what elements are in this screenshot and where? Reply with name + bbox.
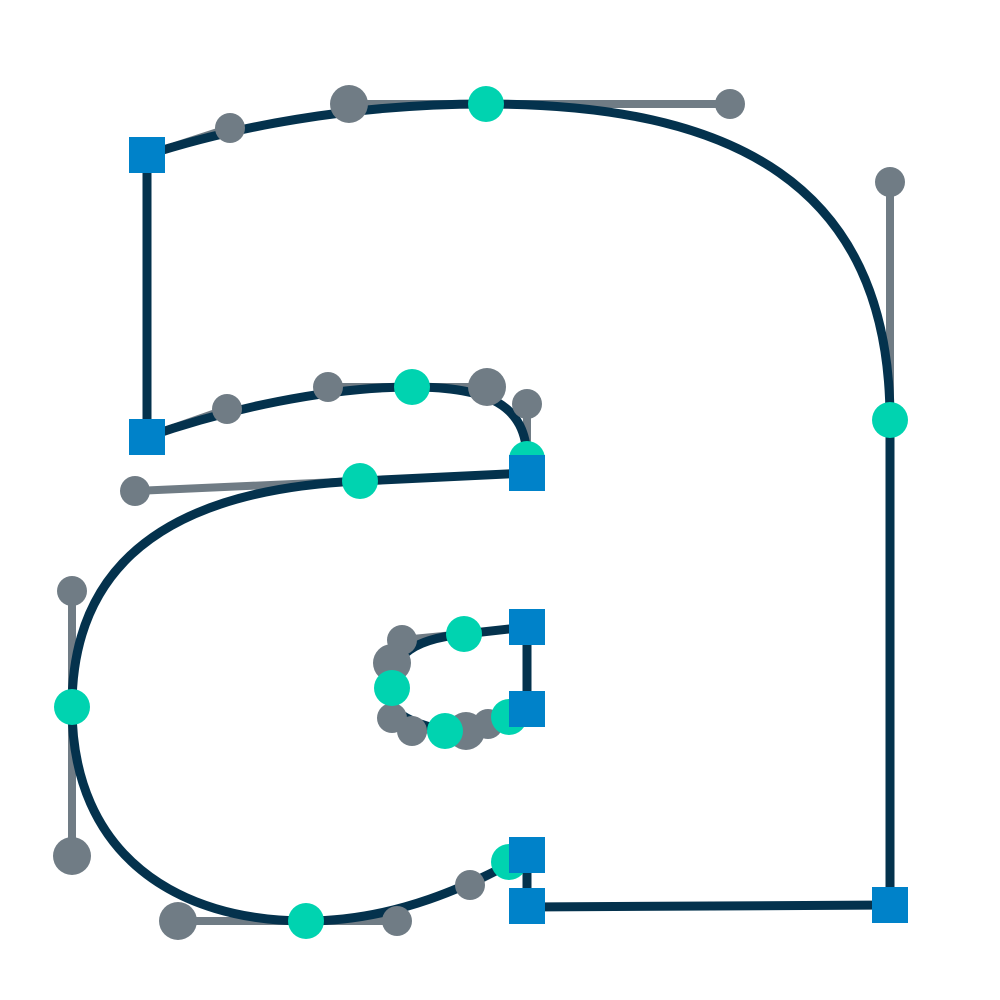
- corner-point[interactable]: [129, 419, 165, 455]
- handle-point[interactable]: [468, 368, 506, 406]
- corner-point[interactable]: [509, 609, 545, 645]
- corner-points: [129, 137, 908, 924]
- handle-point[interactable]: [715, 89, 745, 119]
- smooth-point[interactable]: [427, 713, 463, 749]
- handle-point[interactable]: [215, 113, 245, 143]
- smooth-point[interactable]: [394, 369, 430, 405]
- corner-point[interactable]: [509, 455, 545, 491]
- handle-point[interactable]: [455, 870, 485, 900]
- handle-point[interactable]: [313, 372, 343, 402]
- corner-point[interactable]: [509, 691, 545, 727]
- smooth-points: [54, 86, 908, 939]
- handle-point[interactable]: [159, 902, 197, 940]
- smooth-point[interactable]: [872, 402, 908, 438]
- handle-point[interactable]: [382, 906, 412, 936]
- handle-point[interactable]: [212, 394, 242, 424]
- corner-point[interactable]: [509, 888, 545, 924]
- smooth-point[interactable]: [342, 463, 378, 499]
- handle-point[interactable]: [330, 85, 368, 123]
- corner-point[interactable]: [509, 837, 545, 873]
- smooth-point[interactable]: [374, 670, 410, 706]
- smooth-point[interactable]: [468, 86, 504, 122]
- handle-point[interactable]: [397, 716, 427, 746]
- corner-point[interactable]: [872, 887, 908, 923]
- smooth-point[interactable]: [288, 903, 324, 939]
- handle-point[interactable]: [373, 644, 411, 682]
- handle-point[interactable]: [57, 576, 87, 606]
- handle-point[interactable]: [120, 476, 150, 506]
- handle-point[interactable]: [875, 167, 905, 197]
- smooth-point[interactable]: [446, 616, 482, 652]
- handle-point[interactable]: [512, 389, 542, 419]
- handle-point[interactable]: [53, 837, 91, 875]
- corner-point[interactable]: [129, 137, 165, 173]
- smooth-point[interactable]: [54, 689, 90, 725]
